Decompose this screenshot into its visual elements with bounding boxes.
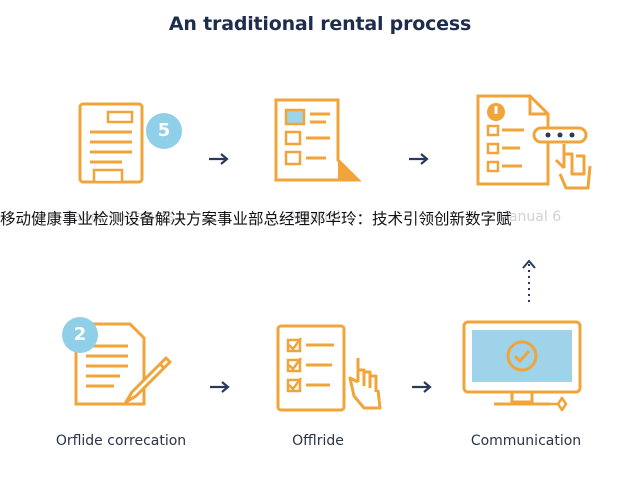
- step-label: Orflide correcation: [55, 433, 187, 449]
- paper-contract-icon: [78, 102, 144, 184]
- arrow-right-icon: [210, 381, 230, 393]
- arrow-right-icon: [412, 381, 432, 393]
- arrow-up-icon: [522, 259, 536, 302]
- monitor-check-icon: [462, 320, 582, 412]
- page-title: An traditional rental process: [168, 13, 472, 35]
- step-label: Communication: [470, 433, 582, 449]
- step-badge: 5: [146, 113, 182, 149]
- arrow-right-icon: [209, 153, 229, 165]
- document-hand-icon: [476, 94, 592, 190]
- checklist-hand-icon: [276, 324, 382, 412]
- step-label: Manual: [289, 209, 341, 225]
- manual-document-icon: [274, 98, 362, 182]
- step-label: Paper contracts: [65, 209, 175, 225]
- step-badge: 2: [62, 317, 98, 353]
- overlay-caption: 移动健康事业检测设备解决方案事业部总经理邓华玲：技术引领创新数字赋: [0, 208, 640, 230]
- step-label: Manual 6: [496, 209, 562, 225]
- step-label: Offlride: [292, 433, 344, 449]
- arrow-right-icon: [409, 153, 429, 165]
